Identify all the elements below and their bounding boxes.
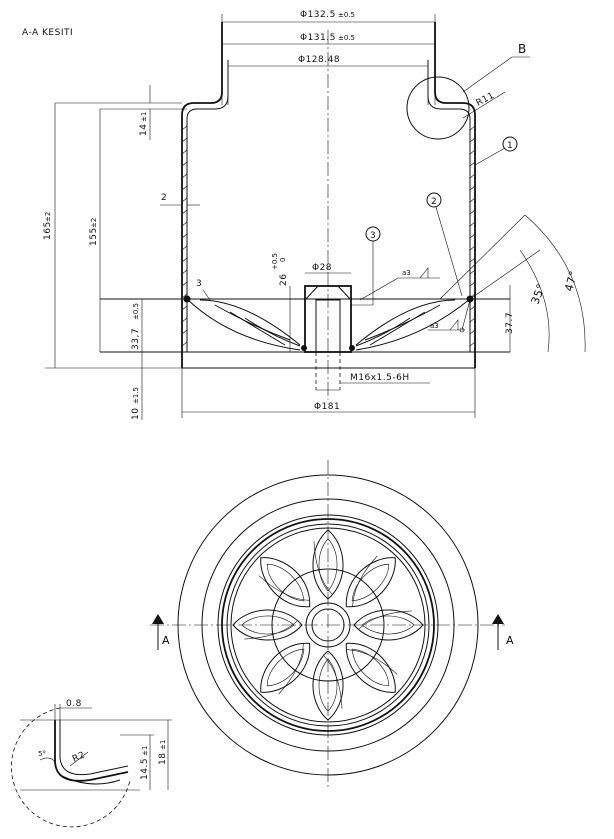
impeller-petal	[260, 557, 311, 608]
balloon-3: 3	[370, 231, 376, 241]
dim-dia-132: Φ132.5	[300, 10, 336, 20]
dim-h155: 155	[89, 227, 99, 246]
dim-h165-tol: ±2	[44, 212, 52, 222]
impeller-petal	[345, 642, 396, 693]
dim-h145-tol: ±1	[141, 746, 149, 756]
dim-dia-128: Φ128.48	[298, 55, 340, 65]
dim-wall: 2	[161, 193, 167, 203]
view-label-left: A	[162, 634, 170, 647]
dim-dia-181: Φ181	[314, 402, 340, 412]
dim-h14: 14	[139, 124, 149, 136]
dim-angle-47: 47°	[562, 269, 580, 293]
vessel-body	[45, 22, 510, 369]
impeller-web	[313, 541, 333, 595]
dim-thread: M16x1.5-6H	[350, 373, 410, 383]
section-title: A-A KESITI	[22, 28, 73, 38]
dim-h26: 26	[279, 274, 289, 286]
impeller-web	[346, 649, 398, 675]
weld-label-2: a3	[430, 322, 439, 330]
dim-h10-tol: ±1.5	[132, 387, 140, 404]
dim-h165: 165	[43, 221, 53, 240]
weld-symbols	[359, 267, 471, 333]
impeller-web	[258, 575, 310, 601]
balloon-2: 2	[431, 197, 437, 207]
dim-r2: R2	[71, 750, 87, 765]
dim-h33: 33,7	[131, 328, 141, 350]
dim-dia-131-tol: ±0.5	[338, 34, 355, 42]
detail-b	[11, 704, 172, 828]
dim-r11: R11	[475, 91, 497, 109]
impeller-web	[323, 655, 343, 709]
dim-h155-tol: ±2	[90, 218, 98, 228]
dim-h3: 3	[196, 279, 202, 289]
detail-label: B	[518, 42, 527, 56]
dim-h145: 14.5	[140, 758, 150, 780]
impeller-web	[358, 610, 412, 630]
dim-h26-tol-top: +0.5	[271, 253, 279, 270]
impeller-petal	[260, 642, 311, 693]
dim-h18-tol: ±1	[159, 740, 167, 750]
dim-dia-132-tol: ±0.5	[338, 11, 355, 19]
detail-b-circle	[406, 76, 470, 140]
top-view	[150, 460, 505, 790]
dim-h18: 18	[158, 753, 168, 765]
balloons	[350, 136, 518, 306]
dim-h14-tol: ±1	[140, 112, 148, 122]
impeller-web	[278, 643, 304, 695]
balloon-1: 1	[507, 141, 513, 151]
angle-lines	[439, 214, 586, 353]
dim-dia-131: Φ131.5	[300, 33, 336, 43]
left-dimensions	[54, 85, 200, 420]
weld-label-1: a3	[402, 269, 411, 277]
dim-h26-tol-bot: 0	[279, 258, 287, 262]
impeller-web	[244, 620, 298, 640]
view-label-right: A	[506, 634, 514, 647]
impeller-web	[352, 555, 378, 607]
dim-h10: 10	[131, 408, 141, 420]
dim-angle-5: 5°	[38, 750, 46, 758]
dim-h37: 37.7	[505, 312, 515, 334]
dim-t08: 0.8	[66, 699, 82, 709]
dim-h33-tol: ±0.5	[132, 303, 140, 320]
impeller-petal	[345, 557, 396, 608]
dim-dia-28: Φ28	[312, 263, 332, 273]
impeller-section	[100, 285, 510, 391]
